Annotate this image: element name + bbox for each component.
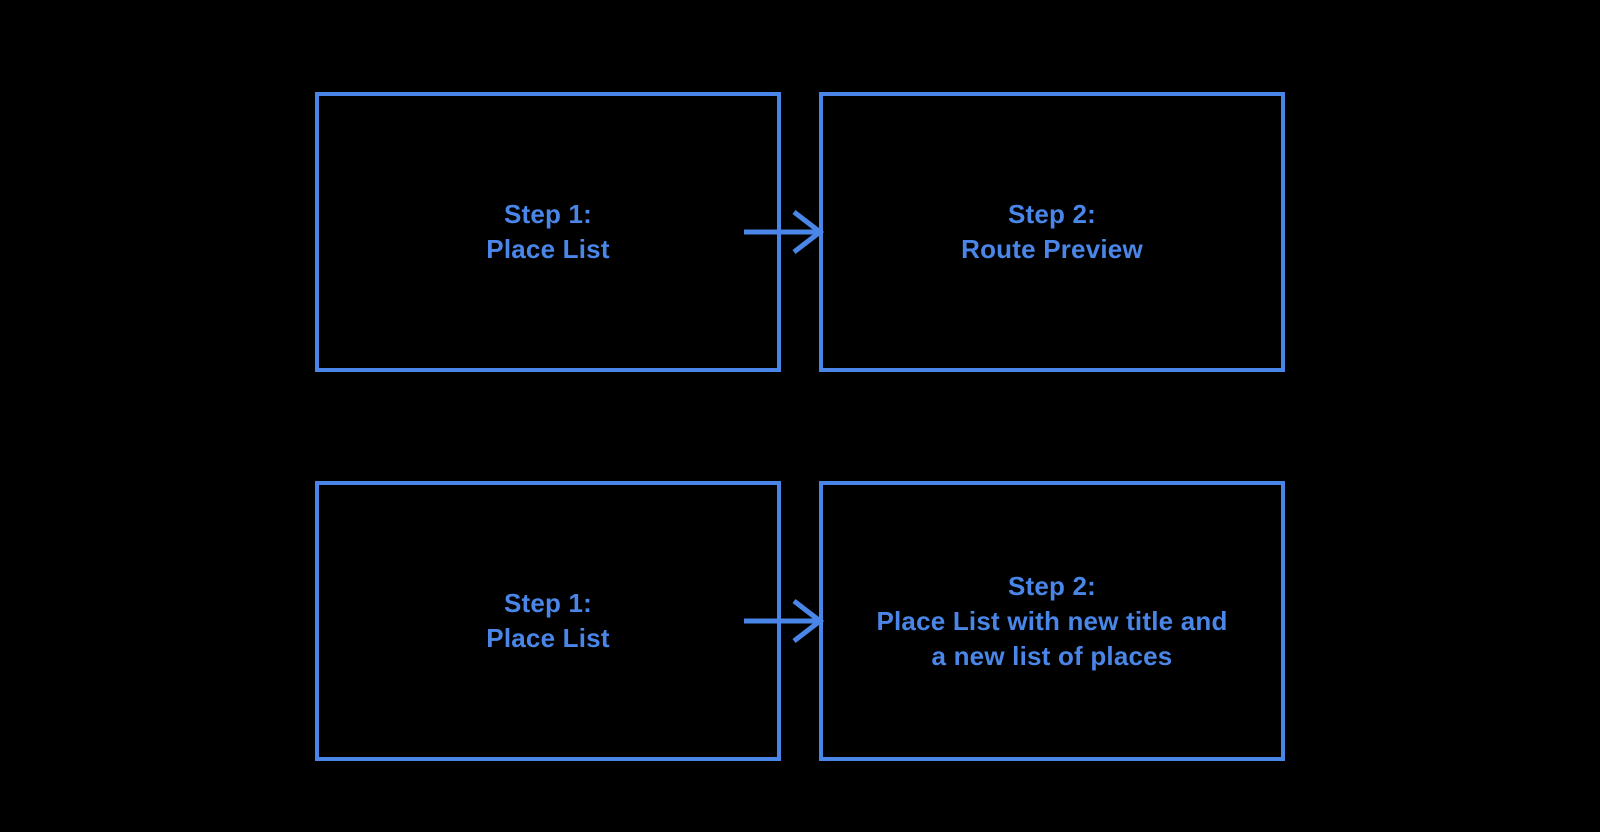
box-text-line: Place List (486, 623, 610, 653)
box-text-line: a new list of places (931, 640, 1173, 671)
step2-bottom-label: Step 2: Place List with new title and a ne… (823, 569, 1281, 674)
box-text-line: Step 1: (503, 199, 593, 229)
arrow-right-icon (744, 599, 824, 643)
step1-bottom-box: Step 1: Place List (315, 481, 781, 761)
box-text-line: Place List (486, 234, 610, 264)
arrow-right-icon (744, 210, 824, 254)
step1-top-label: Step 1: Place List (319, 197, 777, 267)
step2-top-label: Step 2: Route Preview (823, 197, 1281, 267)
step1-top-box: Step 1: Place List (315, 92, 781, 372)
box-text-line: Step 2: (1007, 199, 1097, 229)
box-text-line: Route Preview (961, 234, 1143, 264)
box-text-line: Step 2: (1007, 570, 1097, 601)
step1-bottom-label: Step 1: Place List (319, 586, 777, 656)
box-text-line: Place List with new title and (876, 605, 1228, 636)
step2-bottom-box: Step 2: Place List with new title and a ne… (819, 481, 1285, 761)
box-text-line: Step 1: (503, 588, 593, 618)
step2-top-box: Step 2: Route Preview (819, 92, 1285, 372)
